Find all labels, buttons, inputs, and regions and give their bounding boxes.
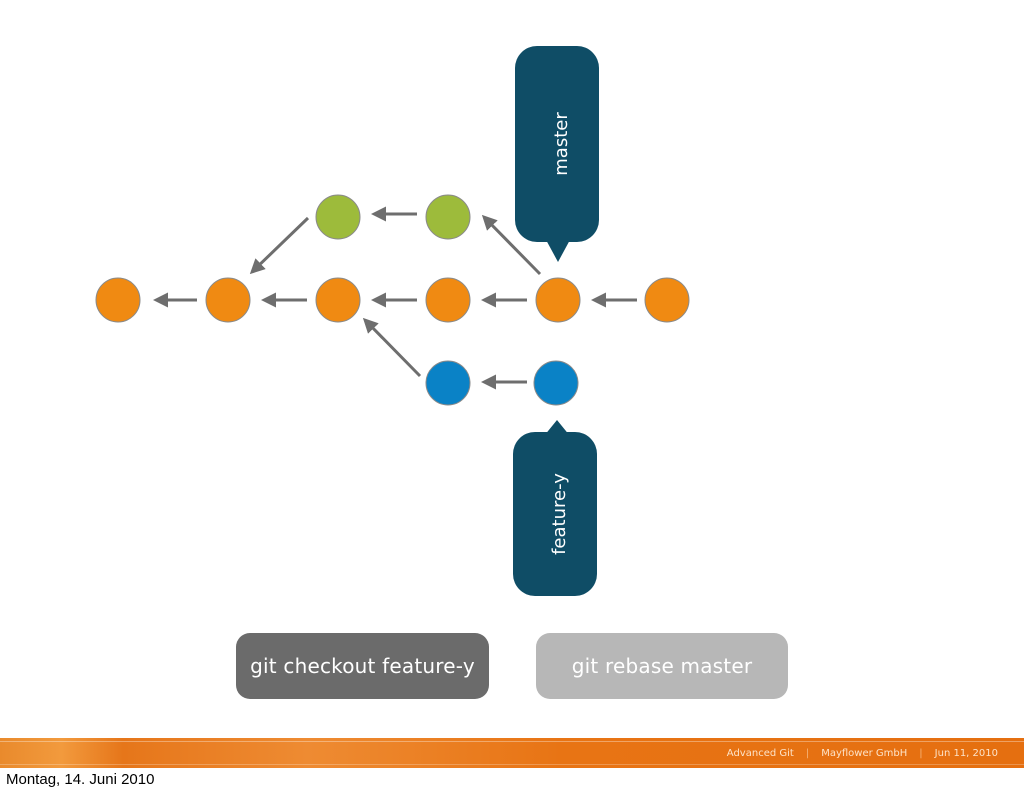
command-git-checkout: git checkout feature-y <box>236 633 489 699</box>
command-git-rebase: git rebase master <box>536 633 788 699</box>
commit-node-blue <box>425 360 471 406</box>
commit-node-green <box>425 194 471 240</box>
arrow-green-1-to-main-2 <box>249 216 310 275</box>
commit-node <box>95 277 141 323</box>
feature-y-label: feature-y <box>513 420 597 596</box>
commit-node <box>535 277 581 323</box>
footer-stripe <box>0 764 1024 765</box>
commit-node-green <box>315 194 361 240</box>
footer-date: Jun 11, 2010 <box>934 747 998 759</box>
arrow-blue-1-to-main-3 <box>362 317 422 378</box>
master-label-bubble <box>515 46 599 242</box>
master-label-pointer <box>545 238 571 262</box>
commit-node <box>644 277 690 323</box>
footer-separator: | <box>919 747 923 759</box>
footer-course: Advanced Git <box>726 747 794 759</box>
commit-node <box>205 277 251 323</box>
commit-node-blue <box>533 360 579 406</box>
parent-arrows <box>153 206 637 390</box>
commits <box>95 194 690 406</box>
commit-graph-diagram: master feature-y <box>95 46 690 596</box>
feature-y-label-text: feature-y <box>549 473 570 555</box>
print-date: Montag, 14. Juni 2010 <box>6 771 155 788</box>
footer-bar: Advanced Git | Mayflower GmbH | Jun 11, … <box>0 738 1024 768</box>
master-label-text: master <box>551 112 572 176</box>
master-label: master <box>515 46 599 262</box>
commit-node <box>315 277 361 323</box>
feature-y-label-bubble <box>513 432 597 596</box>
commit-node <box>425 277 471 323</box>
footer-company: Mayflower GmbH <box>821 747 908 759</box>
footer-stripe <box>0 741 1024 742</box>
arrow-main-5-to-green-2 <box>481 214 542 276</box>
footer-separator: | <box>805 747 810 759</box>
footer-text: Advanced Git | Mayflower GmbH | Jun 11, … <box>727 738 998 768</box>
